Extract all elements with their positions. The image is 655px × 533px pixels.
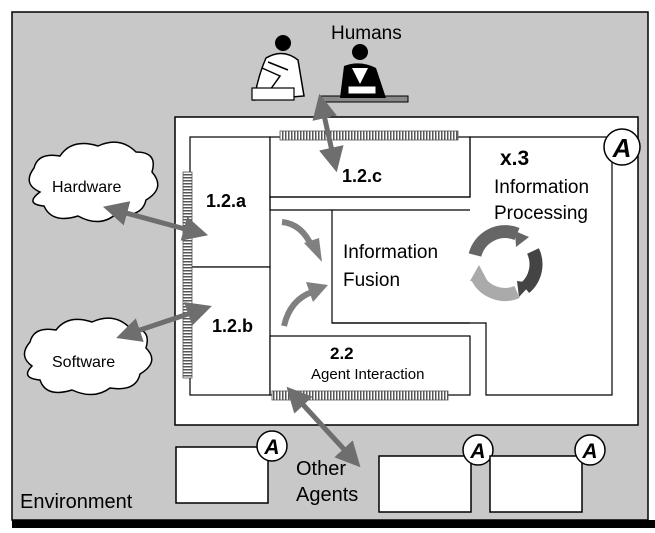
agent-badge-icon: A — [574, 434, 606, 466]
info-processing-id: x.3 — [500, 147, 529, 170]
other-agents-line1: Other — [296, 458, 346, 480]
bottom-bar — [12, 520, 655, 528]
info-fusion-line1: Information — [343, 242, 438, 263]
double-arrow-icon — [102, 93, 361, 468]
svg-text:A: A — [469, 440, 485, 463]
box-1-2-b-label: 1.2.b — [212, 316, 253, 336]
box-1-2-a-label: 1.2.a — [206, 191, 247, 211]
svg-text:A: A — [263, 436, 279, 459]
agent-interaction-frame — [269, 335, 471, 396]
agent-badge-icon: A — [256, 430, 288, 462]
agent-badge-icon: A — [603, 128, 641, 166]
info-processing-line2: Processing — [494, 203, 588, 224]
svg-text:A: A — [612, 133, 632, 163]
info-fusion-line2: Fusion — [343, 270, 400, 291]
humans-icon — [251, 35, 409, 103]
curved-arrow-icon — [281, 219, 328, 327]
other-agent-box-3 — [489, 455, 583, 513]
other-agent-box-2 — [378, 455, 472, 513]
interface-strip-left — [182, 171, 193, 379]
hardware-label: Hardware — [52, 179, 121, 196]
agent-interaction-label: Agent Interaction — [311, 366, 424, 383]
cycle-icon — [468, 225, 543, 301]
other-agents-line2: Agents — [296, 484, 358, 506]
other-agent-box-1 — [175, 446, 269, 504]
software-cloud-icon: Software — [23, 317, 153, 396]
box-1-2-c-frame — [269, 136, 471, 198]
info-processing-line1: Information — [494, 177, 589, 198]
agent-interaction-id: 2.2 — [330, 344, 354, 363]
agent-badge-icon: A — [462, 434, 494, 466]
box-1-2-c-label: 1.2.c — [342, 166, 382, 186]
humans-label: Humans — [331, 23, 402, 44]
environment-label: Environment — [20, 491, 133, 513]
software-label: Software — [52, 354, 115, 371]
interface-strip-top — [279, 130, 459, 141]
svg-text:A: A — [581, 440, 597, 463]
